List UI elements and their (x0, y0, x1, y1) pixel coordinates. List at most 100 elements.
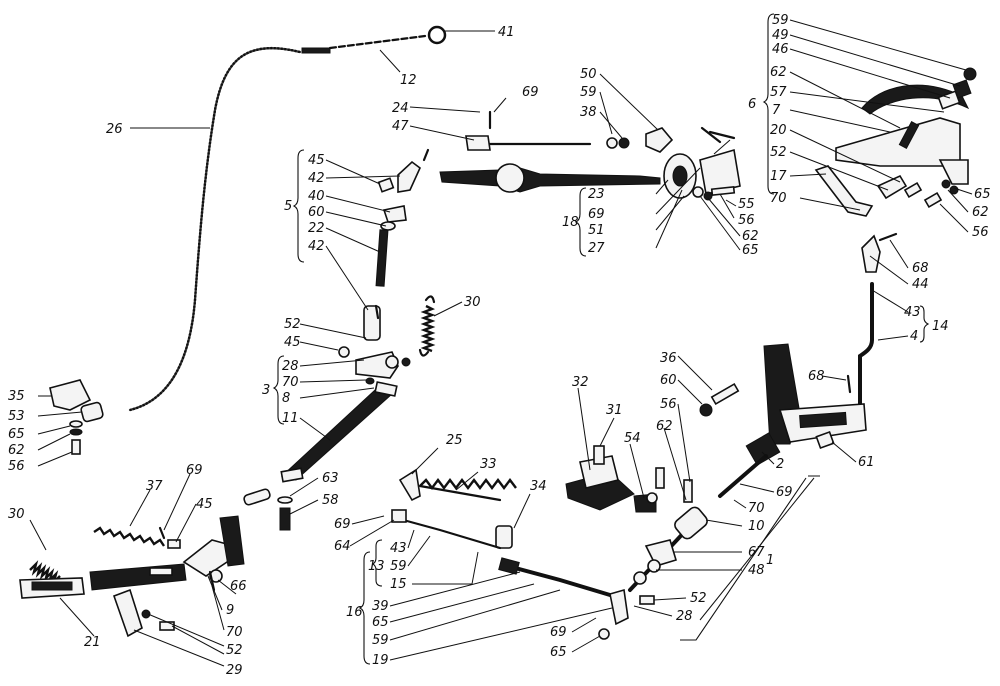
callout-42: 42 (308, 171, 325, 186)
callout-12: 12 (400, 73, 417, 88)
callout-16: 16 (346, 605, 363, 620)
callout-4: 4 (910, 329, 918, 344)
callout-30: 30 (464, 295, 481, 310)
callout-37: 37 (146, 479, 163, 494)
callout-65: 65 (550, 645, 567, 660)
callout-25: 25 (446, 433, 463, 448)
callout-68: 68 (912, 261, 929, 276)
bracket-32 (565, 445, 693, 513)
callout-43: 43 (390, 541, 407, 556)
callout-8: 8 (282, 391, 290, 406)
callout-61: 61 (858, 455, 875, 470)
callout-7: 7 (772, 103, 781, 118)
flexible-cable-assembly (128, 25, 447, 412)
callout-42: 42 (308, 239, 325, 254)
callout-57: 57 (770, 85, 787, 100)
callout-28: 28 (676, 609, 693, 624)
callout-62: 62 (656, 419, 673, 434)
lower-left-lever (19, 515, 245, 638)
callout-26: 26 (106, 122, 123, 137)
callout-41: 41 (498, 25, 515, 40)
callout-6: 6 (748, 97, 756, 112)
callout-70: 70 (282, 375, 299, 390)
callout-18: 18 (562, 215, 579, 230)
callout-22: 22 (308, 221, 325, 236)
callout-10: 10 (748, 519, 765, 534)
callout-20: 20 (770, 123, 787, 138)
callout-56: 56 (738, 213, 755, 228)
callout-2: 2 (776, 457, 784, 472)
callout-31: 31 (606, 403, 623, 418)
callout-69: 69 (588, 207, 605, 222)
callout-48: 48 (748, 563, 765, 578)
callout-67: 67 (748, 545, 765, 560)
callout-45: 45 (196, 497, 213, 512)
callout-27: 27 (588, 241, 605, 256)
callout-labels: 41 12 26 69 24 47 50 59 38 59 49 46 62 5… (8, 13, 991, 678)
callout-69: 69 (776, 485, 793, 500)
callout-53: 53 (8, 409, 25, 424)
callout-13: 13 (368, 559, 385, 574)
callout-30: 30 (8, 507, 25, 522)
group-14-rod (858, 232, 898, 422)
callout-52: 52 (226, 643, 243, 658)
callout-46: 46 (772, 42, 789, 57)
callout-60: 60 (308, 205, 325, 220)
callout-17: 17 (770, 169, 787, 184)
callout-62: 62 (742, 229, 759, 244)
callout-44: 44 (912, 277, 929, 292)
callout-63: 63 (322, 471, 339, 486)
callout-54: 54 (624, 431, 641, 446)
callout-62: 62 (770, 65, 787, 80)
callout-33: 33 (480, 457, 497, 472)
callout-60: 60 (660, 373, 677, 388)
callout-36: 36 (660, 351, 677, 366)
callout-56: 56 (8, 459, 25, 474)
callout-52: 52 (690, 591, 707, 606)
callout-49: 49 (772, 28, 789, 43)
pin-rod-8 (243, 488, 293, 531)
callout-43: 43 (904, 305, 921, 320)
callout-5: 5 (284, 199, 292, 214)
handbrake-lever-2 (718, 343, 867, 498)
callout-40: 40 (308, 189, 325, 204)
callout-65: 65 (742, 243, 759, 258)
callout-70: 70 (770, 191, 787, 206)
callout-34: 34 (530, 479, 547, 494)
callout-19: 19 (372, 653, 389, 668)
callout-47: 47 (392, 119, 409, 134)
callout-29: 29 (226, 663, 243, 678)
callout-70: 70 (748, 501, 765, 516)
group-5-parts (363, 148, 430, 341)
callout-64: 64 (334, 539, 351, 554)
callout-32: 32 (572, 375, 589, 390)
shaft-assembly-23-24 (439, 110, 674, 193)
callout-59: 59 (580, 85, 597, 100)
leader-lines (29, 19, 973, 667)
group-18-parts (663, 126, 741, 201)
callout-15: 15 (390, 577, 407, 592)
callout-38: 38 (580, 105, 597, 120)
callout-9: 9 (226, 603, 234, 618)
spring-30-upper (418, 295, 436, 357)
callout-65: 65 (372, 615, 389, 630)
callout-55: 55 (738, 197, 755, 212)
callout-39: 39 (372, 599, 389, 614)
callout-65: 65 (8, 427, 25, 442)
callout-59: 59 (390, 559, 407, 574)
group-6-sector (814, 67, 977, 217)
callout-52: 52 (284, 317, 301, 332)
center-cable-group (391, 468, 629, 640)
callout-52: 52 (770, 145, 787, 160)
callout-58: 58 (322, 493, 339, 508)
callout-45: 45 (284, 335, 301, 350)
bolts-36-60 (699, 382, 740, 417)
callout-59: 59 (772, 13, 789, 28)
group-braces (272, 13, 930, 665)
callout-70: 70 (226, 625, 243, 640)
callout-45: 45 (308, 153, 325, 168)
callout-24: 24 (392, 101, 409, 116)
callout-50: 50 (580, 67, 597, 82)
callout-3: 3 (262, 383, 270, 398)
